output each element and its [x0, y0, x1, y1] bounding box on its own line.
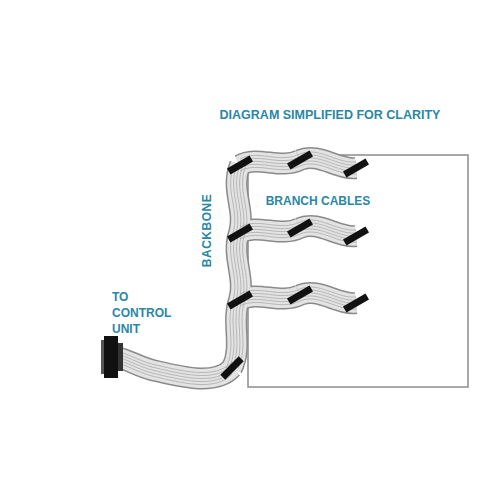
- control-unit-connector: [101, 336, 123, 378]
- backbone-label: BACKBONE: [201, 193, 216, 266]
- panel-outline: [248, 155, 468, 387]
- diagram-title: DIAGRAM SIMPLIFIED FOR CLARITY: [220, 108, 441, 124]
- ribbon-stripe: [300, 158, 356, 168]
- ribbon-stripe: [116, 360, 232, 382]
- ribbon-body: [116, 158, 356, 379]
- ribbon-stripe: [238, 165, 247, 368]
- ribbon-stripe: [116, 357, 232, 379]
- ribbon-outline: [116, 158, 356, 379]
- branch-label: BRANCH CABLES: [266, 194, 371, 209]
- ribbon-stripe: [300, 293, 356, 303]
- ribbon-stripe: [116, 354, 232, 376]
- ribbon-stripe: [116, 363, 232, 385]
- ribbon-stripes: [116, 152, 356, 385]
- ribbon-stripe: [300, 226, 356, 236]
- control-unit-label: TO CONTROL UNIT: [112, 289, 184, 338]
- idc-connectors: [220, 150, 369, 379]
